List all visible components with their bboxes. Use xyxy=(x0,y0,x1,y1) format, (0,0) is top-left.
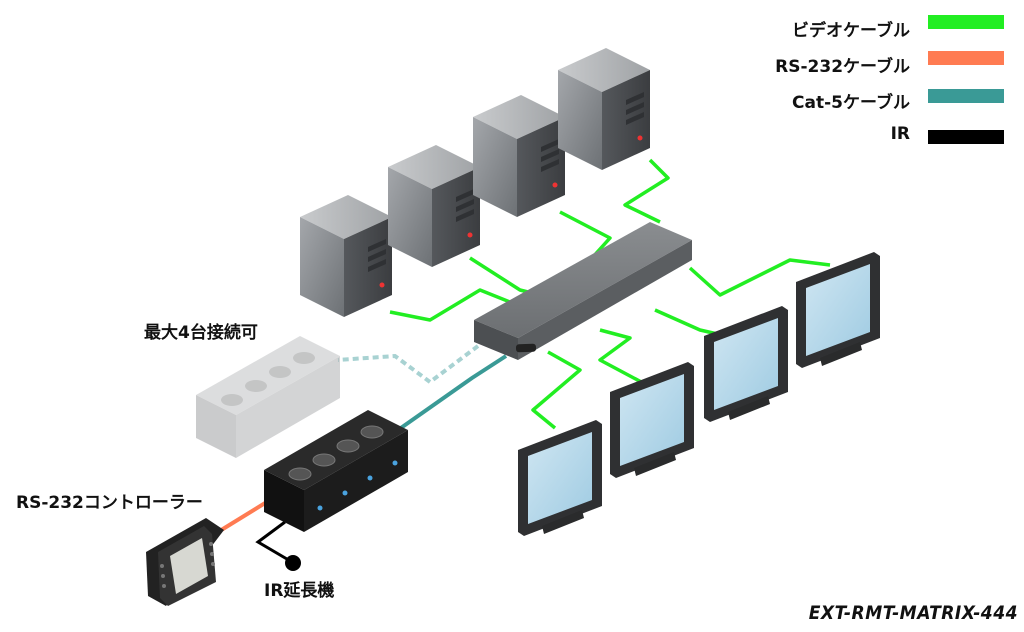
monitor-4 xyxy=(796,252,880,368)
ir-extender-label: IR延長機 xyxy=(264,581,335,601)
video-cable-mon4 xyxy=(688,258,831,297)
legend-label-video: ビデオケーブル xyxy=(792,21,910,41)
monitor-1 xyxy=(518,420,602,536)
cat5-cable-dashed xyxy=(337,344,480,385)
matrix-switch xyxy=(474,222,692,360)
max-units-label: 最大4台接続可 xyxy=(144,323,258,343)
video-cable-mon1 xyxy=(531,350,582,430)
rs232-cable xyxy=(216,498,272,534)
legend-label-rs232: RS-232ケーブル xyxy=(775,57,910,77)
computer-2 xyxy=(388,145,480,267)
video-cable-pc1 xyxy=(389,288,531,322)
ir-extender-ghost xyxy=(196,336,340,458)
computer-3 xyxy=(473,95,565,217)
ir-cable-swatch xyxy=(928,130,1004,144)
computer-4 xyxy=(558,48,650,170)
ir-extender xyxy=(264,410,408,532)
ir-emitter-icon xyxy=(285,555,301,571)
monitor-2 xyxy=(610,362,694,478)
monitor-3 xyxy=(704,306,788,422)
rs232-controller-device xyxy=(146,518,224,606)
video-cables-outputs xyxy=(531,258,831,430)
rs232-cable-swatch xyxy=(928,51,1004,65)
computer-1 xyxy=(300,195,392,317)
rs232-controller-label: RS-232コントローラー xyxy=(16,493,203,513)
cat5-cable-swatch xyxy=(928,89,1004,103)
legend-label-ir: IR xyxy=(890,124,910,144)
video-cable-mon2 xyxy=(598,328,661,394)
model-name: EXT-RMT-MATRIX-444 xyxy=(808,602,1018,624)
ir-cable xyxy=(255,520,293,564)
video-cable-pc4 xyxy=(623,158,670,224)
cat5-cable xyxy=(396,354,508,432)
legend-label-cat5: Cat-5ケーブル xyxy=(792,93,910,113)
video-cable-swatch xyxy=(928,15,1004,29)
